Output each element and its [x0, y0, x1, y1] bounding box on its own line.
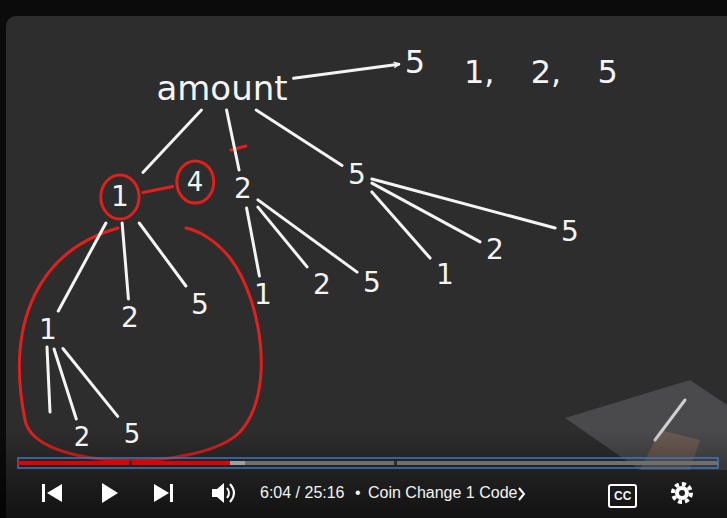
- red-loop: [19, 228, 261, 461]
- node-text: 5: [405, 46, 425, 78]
- node-text: 2: [486, 236, 504, 264]
- tree-node: 5: [188, 289, 212, 321]
- tree-node: 1: [251, 279, 275, 311]
- tree-branch: [258, 200, 357, 272]
- tree-branch: [139, 223, 186, 286]
- branch-stub: [47, 347, 50, 412]
- coin-list: 1, 2, 5: [464, 56, 618, 88]
- tree-branch: [63, 348, 118, 416]
- tree-branch: [247, 208, 260, 276]
- progress-played: [18, 461, 230, 465]
- tree-branch: [227, 110, 239, 170]
- node-text: 2: [313, 271, 331, 299]
- skip-back-icon: [47, 484, 62, 502]
- node-text: 5: [363, 269, 381, 297]
- tree-node: 2: [483, 234, 507, 266]
- volume-waves: [227, 484, 234, 502]
- tree-branch: [372, 179, 555, 228]
- progress-buffer: [18, 461, 245, 465]
- node-text: 5: [561, 218, 579, 246]
- tree-branch: [122, 223, 128, 299]
- red-circle-outline: [101, 175, 139, 219]
- node-text: 2: [234, 175, 252, 203]
- tree-node: 1: [433, 259, 457, 291]
- tree-node: 5: [121, 419, 144, 449]
- bar-focus-outline: [18, 458, 718, 468]
- time-display: 6:04 / 25:16: [260, 485, 345, 501]
- tree-node: 2: [118, 302, 142, 334]
- tree-branch: [372, 192, 430, 258]
- tree-branch: [58, 223, 106, 311]
- chapter-gap: [394, 461, 397, 465]
- circled-node: 4: [176, 160, 215, 204]
- node-text: 1: [254, 281, 272, 309]
- separator-dot: •: [355, 485, 361, 501]
- next-icon: [154, 484, 169, 502]
- chapter-gap: [129, 461, 132, 465]
- red-circle-outline: [176, 161, 213, 203]
- skip-back-bar: [42, 484, 45, 502]
- tree-node: amount: [153, 69, 290, 107]
- next-bar: [170, 484, 173, 502]
- settings-gear: [673, 484, 691, 502]
- tree-node: 5: [402, 44, 428, 80]
- node-text: 2: [121, 304, 139, 332]
- gear-body: [675, 486, 689, 500]
- tree-node: 1: [36, 314, 60, 346]
- volume-icon: [212, 483, 224, 503]
- tree-branch: [143, 110, 202, 173]
- tree-node: 5: [558, 216, 582, 248]
- tree-node: 2: [231, 173, 255, 205]
- captions-button: CC: [608, 484, 637, 508]
- node-text: 1: [39, 316, 57, 344]
- tree-branch: [256, 110, 342, 165]
- tree-node: 2: [310, 269, 334, 301]
- node-text: 1: [111, 183, 129, 211]
- gear-teeth: [673, 484, 691, 502]
- arrow-connector: [294, 64, 399, 78]
- tree-branch: [143, 186, 173, 192]
- video-title: Coin Change 1 Code: [368, 485, 517, 501]
- node-text: amount: [156, 71, 287, 105]
- node-text: 5: [348, 161, 366, 189]
- chevron-icon: [519, 488, 524, 500]
- tree-node: 2: [71, 422, 94, 452]
- play-icon: [102, 483, 118, 503]
- node-text: 4: [187, 169, 204, 195]
- tree-node: 5: [360, 267, 384, 299]
- circled-node: 1: [100, 174, 140, 220]
- player-shade: [0, 430, 727, 518]
- node-text: 2: [74, 424, 91, 450]
- gear-hole: [679, 490, 685, 496]
- node-text: 1: [436, 261, 454, 289]
- node-text: 5: [191, 291, 209, 319]
- node-text: 5: [124, 421, 141, 447]
- progress-track: [18, 461, 718, 465]
- tree-node: 5: [345, 159, 369, 191]
- player-controls: [42, 483, 224, 503]
